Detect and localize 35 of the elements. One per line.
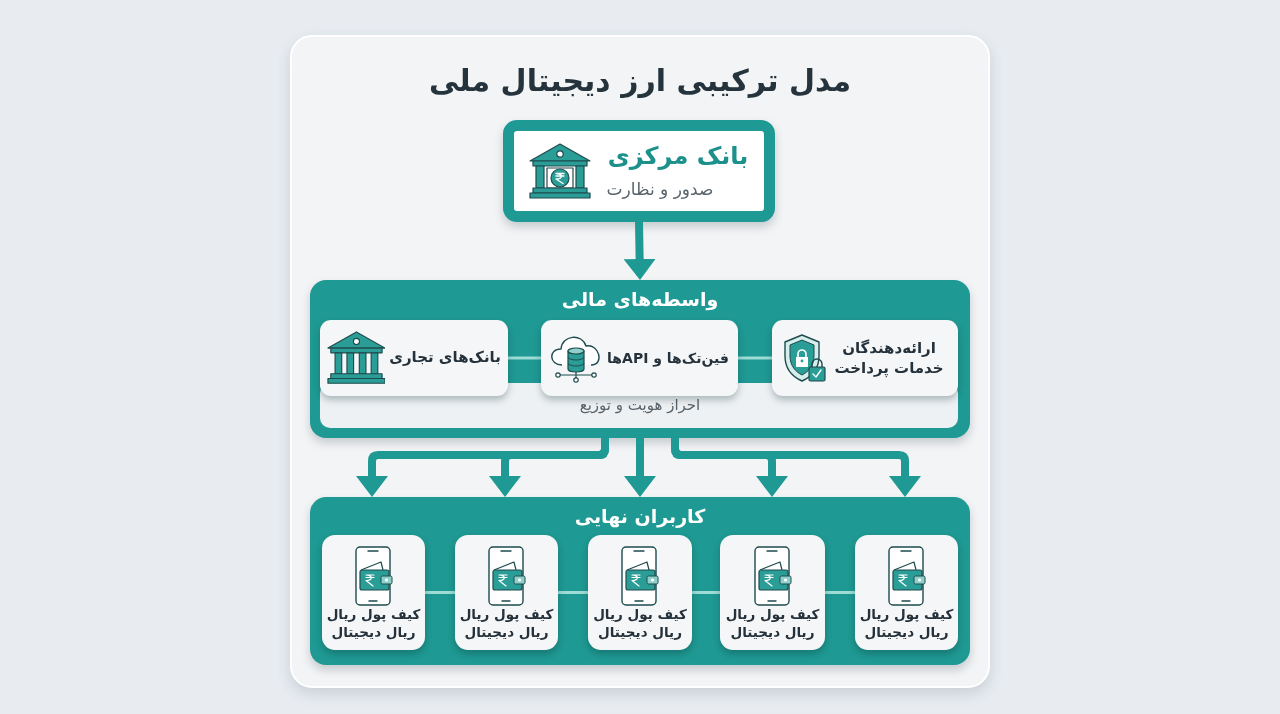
connector-line [692,591,720,594]
band-heading: کاربران نهایی [574,503,706,529]
wallet-card [455,535,558,650]
header-box [503,120,775,222]
process-box [772,320,958,396]
wallet-card [588,535,692,650]
process-box [320,320,508,396]
connector-line [558,591,588,594]
connector-line [425,591,455,594]
group-band [310,280,970,438]
box-label: ارائه‌دهندگان خدمات پرداخت [833,338,945,378]
arrow [671,438,921,497]
box-title: بانک مرکزی [607,141,749,173]
wallet-label: کیف پول ریال ریال دیجیتال [724,606,821,642]
connector-line [825,591,855,594]
arrow [624,438,656,497]
title: مدل ترکیبی ارز دیجیتال ملی [429,61,851,100]
wallet-card [322,535,425,650]
box-label: بانک‌های تجاری [389,348,501,368]
wallet-label: کیف پول ریال ریال دیجیتال [325,606,422,642]
process-box [541,320,738,396]
connector-line [508,356,541,360]
group-band [310,497,970,665]
wallet-label: کیف پول ریال ریال دیجیتال [458,606,555,642]
arrow [489,438,609,497]
box-subtitle: صدور و نظارت [606,177,714,201]
wallet-card [720,535,825,650]
panel-label: احراز هویت و توزیع [579,396,701,416]
band-heading: واسطه‌های مالی [561,286,719,312]
arrow [623,221,656,280]
box-label: فین‌تک‌ها و APIها [607,348,729,368]
wallet-label: کیف پول ریال ریال دیجیتال [858,606,955,642]
wallet-label: کیف پول ریال ریال دیجیتال [592,606,688,642]
wallet-card [855,535,958,650]
connector-line [738,356,772,360]
